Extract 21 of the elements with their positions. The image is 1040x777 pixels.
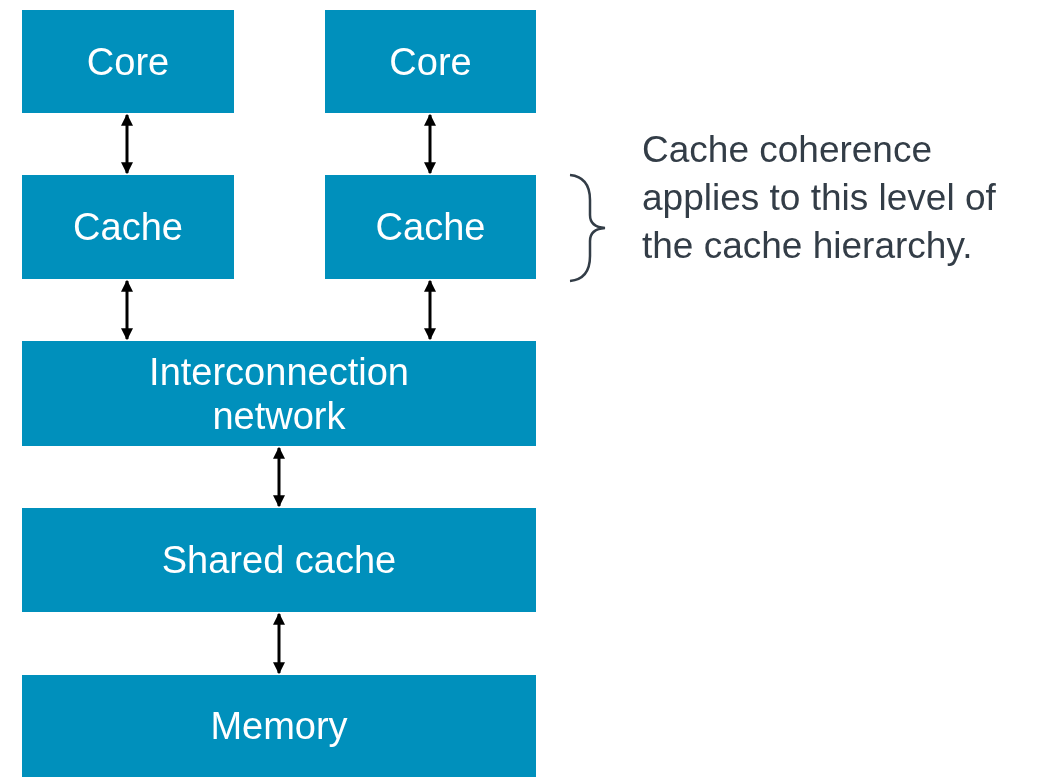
process-box bbox=[22, 175, 234, 279]
process-box bbox=[22, 10, 234, 113]
box-label: Core bbox=[86, 39, 170, 84]
process-box bbox=[325, 175, 536, 279]
double-arrow bbox=[121, 279, 133, 341]
box-label: Cache bbox=[375, 205, 486, 249]
process-box bbox=[22, 341, 536, 446]
process-box bbox=[325, 10, 536, 113]
box-label: Cache bbox=[73, 205, 183, 249]
double-arrow bbox=[273, 446, 285, 508]
box-label: Core bbox=[389, 39, 472, 84]
double-arrow bbox=[273, 612, 285, 675]
process-box bbox=[22, 675, 536, 777]
double-arrow bbox=[121, 113, 133, 175]
box-label: Memory bbox=[210, 704, 348, 748]
process-box bbox=[22, 508, 536, 612]
double-arrow bbox=[424, 113, 436, 175]
box-label: Shared cache bbox=[161, 538, 397, 582]
double-arrow bbox=[424, 279, 436, 341]
annotation-text: Cache coherence applies to this level of the cache hierarchy. bbox=[642, 128, 997, 268]
box-label: Interconnection network bbox=[148, 349, 410, 438]
